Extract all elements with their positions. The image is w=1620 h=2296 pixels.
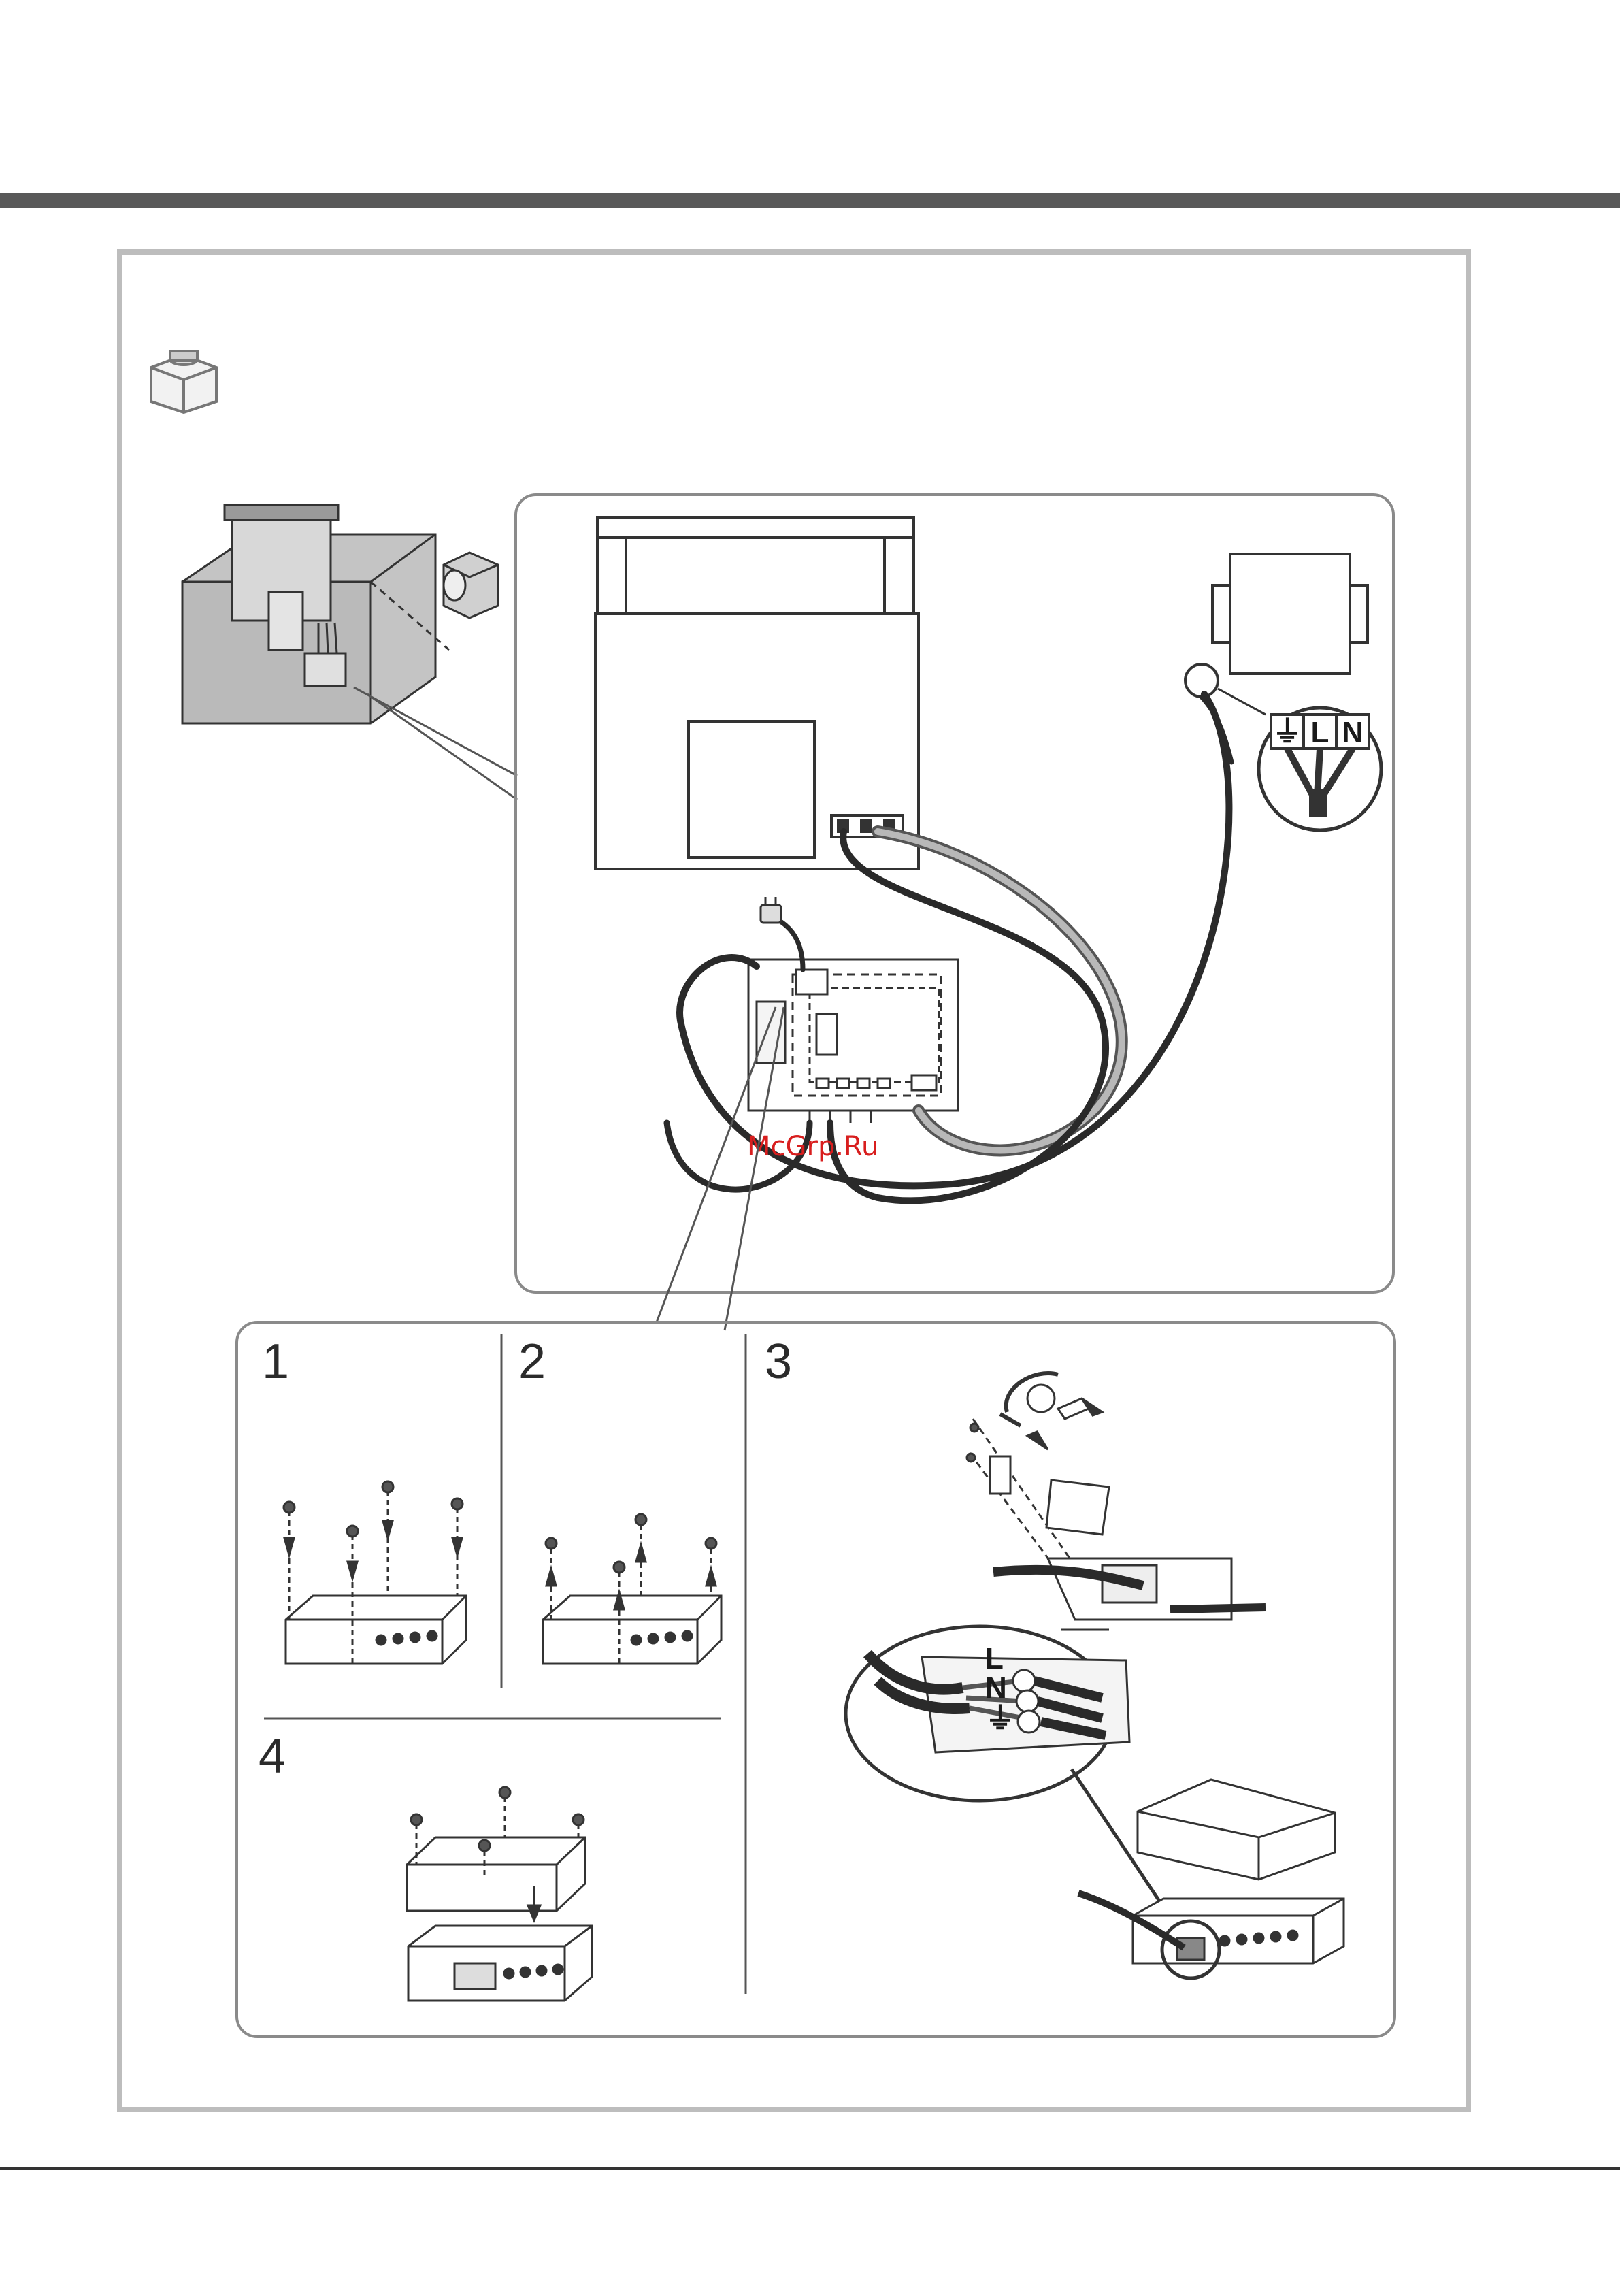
- footer-rule: [0, 2167, 1620, 2170]
- header-bar: [0, 193, 1620, 208]
- terminal-label-neutral: N: [1342, 716, 1363, 749]
- step-3-terminal-zoom: L N ⏚: [846, 1626, 1129, 1801]
- hood-unit: [595, 517, 919, 869]
- control-box: [748, 960, 958, 1123]
- external-motor-icon: [151, 351, 216, 412]
- step-1-illustration: [284, 1481, 466, 1664]
- zoom-terminal-label-earth: ⏚: [985, 1702, 1015, 1735]
- step-number-1: 1: [262, 1334, 289, 1389]
- zoom-terminal-label-neutral: N: [985, 1671, 1007, 1705]
- step-number-4: 4: [259, 1729, 286, 1784]
- step-number-2: 2: [518, 1334, 546, 1389]
- step-leader-left: [657, 1007, 776, 1322]
- step-4-illustration: [407, 1787, 592, 2001]
- step-3-exploded-clamp: [967, 1373, 1266, 1620]
- motor-terminal-zoom: ⏚ L N: [1218, 689, 1381, 830]
- terminal-label-earth: ⏚: [1272, 715, 1302, 749]
- overview-external-motor: [444, 553, 498, 618]
- overview-cabinet: [182, 505, 449, 723]
- mains-plug: [761, 897, 781, 923]
- terminal-label-live: L: [1311, 716, 1329, 749]
- zoom-terminal-label-live: L: [985, 1642, 1004, 1675]
- watermark: McGrp.Ru: [747, 1131, 878, 1162]
- step-3-box-assembly: [1078, 1780, 1344, 1978]
- external-motor: [1185, 554, 1368, 697]
- step-number-3: 3: [765, 1334, 792, 1389]
- step-2-illustration: [543, 1514, 721, 1664]
- zoom-leader-bottom: [367, 694, 517, 800]
